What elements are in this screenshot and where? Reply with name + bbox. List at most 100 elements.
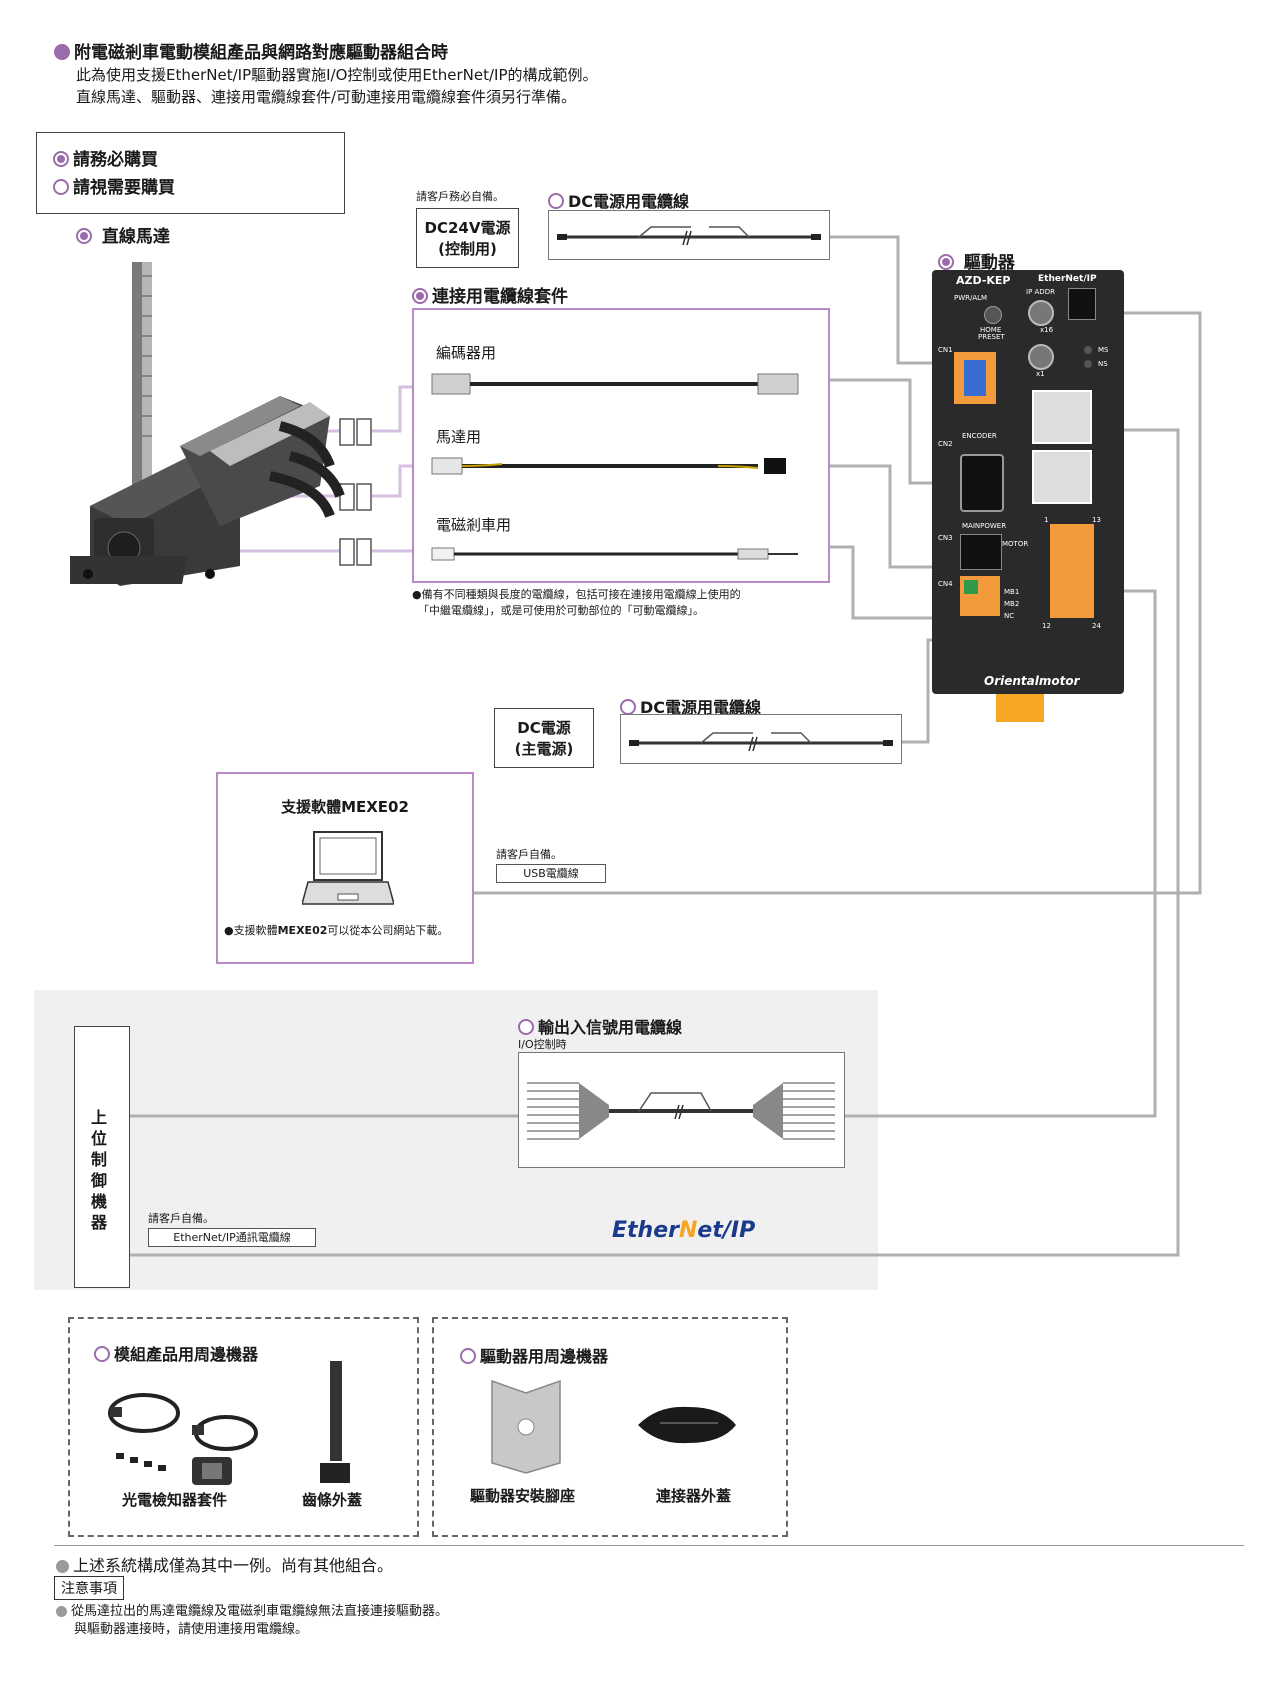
encoder-port[interactable] (960, 454, 1004, 512)
driver-model: AZD-KEP (956, 274, 1011, 287)
driver-mount-label: 驅動器安裝腳座 (470, 1487, 576, 1505)
motor-label: 直線馬達 (76, 222, 170, 247)
preset-label: PRESET (978, 333, 1005, 341)
io-cable-sub: I/O控制時 (518, 1038, 567, 1051)
encoder-port-label: ENCODER (962, 432, 997, 440)
kit-brake-label: 電磁剎車用 (436, 516, 512, 534)
io-cable-box (518, 1052, 845, 1168)
optional-icon (548, 193, 564, 209)
optional-icon (620, 699, 636, 715)
connector-cover-image (638, 1406, 736, 1444)
dc-cable-top-image (557, 226, 821, 246)
dc-main-power-box: DC電源 (主電源) (494, 708, 594, 768)
cn1-terminal[interactable] (954, 352, 996, 404)
mb1-label: MB1 (1004, 588, 1020, 596)
host-controller-box: 上位制御機器 (74, 1026, 130, 1288)
required-icon (412, 288, 428, 304)
dc-cable-bottom-box (620, 714, 902, 764)
bullet-icon (56, 1560, 69, 1573)
driver-peripherals-title: 驅動器用周邊機器 (460, 1343, 608, 1367)
ethernet-port-1[interactable] (1032, 390, 1092, 444)
home-label: HOME (980, 326, 1002, 334)
bullet-icon (54, 44, 70, 60)
required-icon (53, 151, 69, 167)
caution-line-2: 與驅動器連接時，請使用連接用電纜線。 (74, 1622, 309, 1637)
home-preset-button[interactable] (984, 306, 1002, 324)
pin12-label: 12 (1042, 622, 1051, 630)
nc-label: NC (1004, 612, 1015, 620)
page-title-row: 附電磁剎車電動模組產品與網路對應驅動器組合時 (54, 38, 448, 63)
driver-mount-image (491, 1379, 561, 1474)
page-title: 附電磁剎車電動模組產品與網路對應驅動器組合時 (74, 43, 448, 63)
kit-label: 連接用電纜線套件 (412, 282, 568, 307)
dc-main-subtitle: (主電源) (514, 740, 574, 758)
optional-icon (460, 1348, 476, 1364)
ns-led-icon (1084, 360, 1092, 368)
optional-icon (518, 1019, 534, 1035)
usb-note: 請客戶自備。 (496, 848, 562, 861)
laptop-icon (302, 831, 394, 905)
software-note: ●支援軟體MEXE02可以從本公司網站下載。 (224, 924, 449, 937)
dc24-title: DC24V電源 (424, 219, 511, 237)
ms-label: MS (1098, 346, 1109, 354)
connector-cover-label: 連接器外蓋 (656, 1487, 732, 1505)
software-box: 支援軟體MEXE02 ●支援軟體MEXE02可以從本公司網站下載。 (216, 772, 474, 964)
optional-icon (94, 1346, 110, 1362)
usb-cable-tag: USB電纜線 (496, 864, 606, 883)
ms-led-icon (1084, 346, 1092, 354)
ipaddr-label: IP ADDR (1026, 288, 1055, 296)
mainpower-label: MAINPOWER (962, 522, 1007, 530)
photo-sensor-kit-image (108, 1393, 258, 1485)
required-icon (76, 228, 92, 244)
usb-port[interactable] (1068, 288, 1096, 320)
cn4-label: CN4 (938, 580, 953, 588)
dc-main-title: DC電源 (517, 719, 571, 737)
pin13-label: 13 (1092, 516, 1101, 524)
io-cable-image (527, 1082, 835, 1140)
cn3-label: CN3 (938, 534, 953, 542)
eip-cable-note: 請客戶自備。 (148, 1212, 214, 1225)
intro-line-2: 直線馬達、驅動器、連接用電纜線套件/可動連接用電纜線套件須另行準備。 (76, 88, 577, 106)
dc-cable-top-label: DC電源用電纜線 (548, 188, 689, 212)
kit-motor-label: 馬達用 (436, 428, 482, 446)
mainpower-port[interactable] (960, 534, 1002, 570)
pin1-label: 1 (1044, 516, 1049, 524)
driver-label: 驅動器 (938, 248, 1015, 273)
x1-label: x1 (1036, 370, 1045, 378)
kit-encoder-label: 編碼器用 (436, 344, 497, 362)
dc24-note: 請客戶務必自備。 (416, 190, 504, 203)
dc24-power-box: DC24V電源 (控制用) (416, 208, 519, 268)
caution-title: 注意事項 (54, 1576, 124, 1600)
required-icon (938, 254, 954, 270)
rack-cover-image (320, 1361, 350, 1483)
driver-brand: Orientalmotor (984, 674, 1080, 688)
cn7-io-terminal[interactable] (1050, 524, 1094, 618)
eip-cable-tag: EtherNet/IP通訊電纜線 (148, 1228, 316, 1247)
bullet-icon (56, 1606, 67, 1617)
cn1-label: CN1 (938, 346, 953, 354)
cable-kit-box: 編碼器用 馬達用 電磁剎車用 (412, 308, 830, 583)
ip-switch-x16[interactable] (1028, 300, 1054, 326)
ns-label: NS (1098, 360, 1108, 368)
rack-cover-label: 齒條外蓋 (302, 1491, 363, 1509)
mb2-label: MB2 (1004, 600, 1020, 608)
module-peripherals-title: 模組產品用周邊機器 (94, 1341, 258, 1365)
ip-switch-x1[interactable] (1028, 344, 1054, 370)
dc-cable-top-box (548, 210, 830, 260)
module-peripherals-box: 模組產品用周邊機器 光電檢知器套件 齒條外蓋 (68, 1317, 419, 1537)
driver-network: EtherNet/IP (1038, 274, 1097, 284)
encoder-cable-image (431, 373, 799, 395)
intro-line-1: 此為使用支援EtherNet/IP驅動器實施I/O控制或使用EtherNet/I… (76, 66, 598, 84)
motor-cable-image (431, 457, 786, 475)
io-cable-label: 輸出入信號用電纜線 (518, 1014, 682, 1038)
driver-peripherals-box: 驅動器用周邊機器 驅動器安裝腳座 連接器外蓋 (432, 1317, 788, 1537)
photo-sensor-kit-label: 光電檢知器套件 (122, 1491, 228, 1509)
driver-mount-clip (996, 694, 1044, 722)
motor-port-label: MOTOR (1002, 540, 1029, 548)
kit-note-2: 「中繼電纜線」，或是可使用於可動部位的「可動電纜線」。 (418, 604, 704, 617)
ethernet-port-2[interactable] (1032, 450, 1092, 504)
pwr-label: PWR/ALM (954, 294, 988, 302)
cn4-terminal[interactable] (960, 576, 1000, 616)
software-title: 支援軟體MEXE02 (281, 798, 409, 816)
